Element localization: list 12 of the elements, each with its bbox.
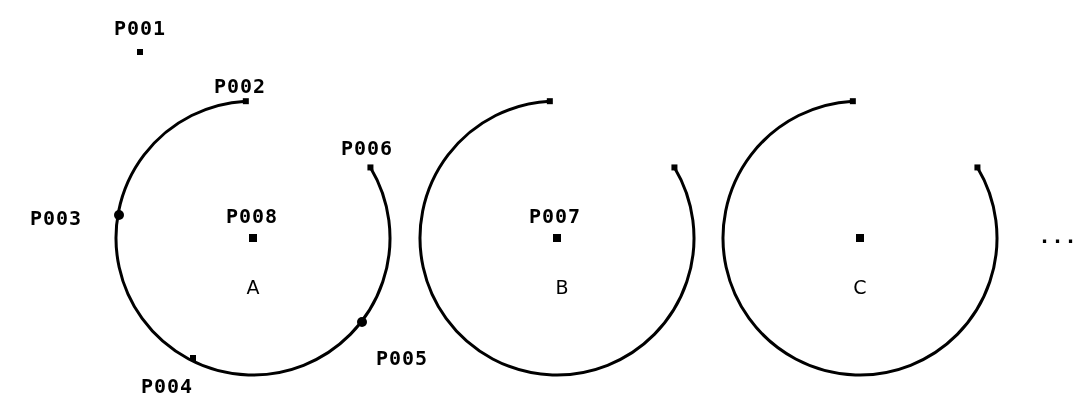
circle-label: B [555,276,569,298]
point-label: P007 [528,204,582,228]
point-label: P005 [375,346,429,370]
point-label: ... [1038,224,1078,248]
point-label: P006 [340,136,394,160]
circle-label: C [853,276,867,298]
point-label: P003 [29,206,83,230]
circle-label: A [246,276,260,298]
point-label: P008 [225,204,279,228]
point-label: P002 [213,74,267,98]
point-label: P001 [113,16,167,40]
point-label: P004 [140,374,194,398]
